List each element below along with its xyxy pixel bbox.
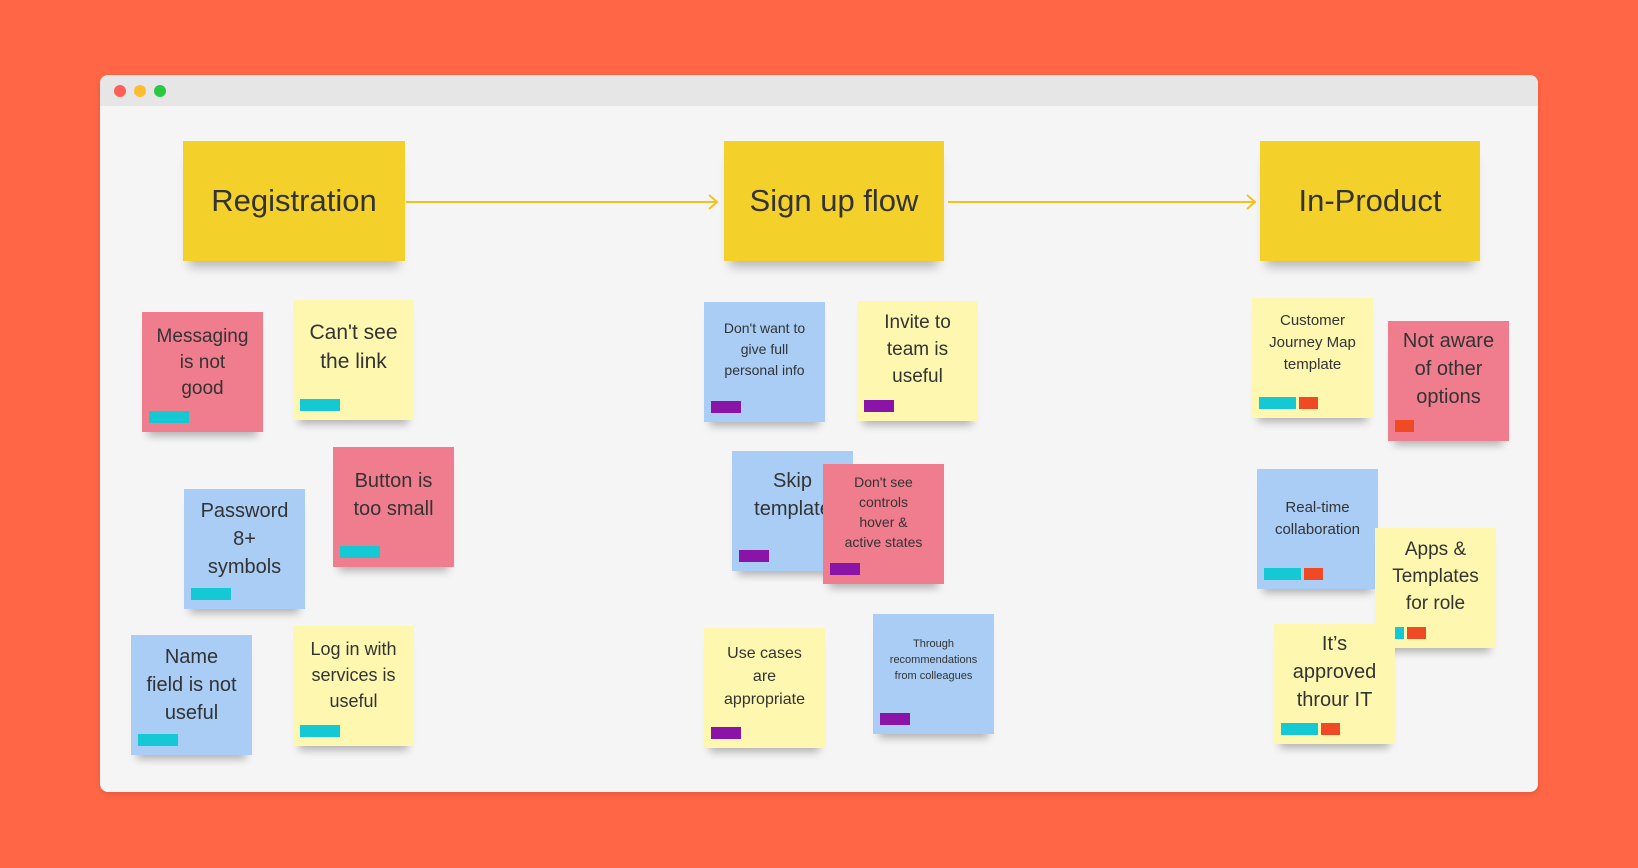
sticky-note-apps-templates[interactable]: Apps & Templates for role — [1375, 528, 1496, 648]
tag-purple[interactable] — [739, 550, 769, 562]
sticky-note-text: Real-time collaboration — [1274, 499, 1361, 538]
sticky-note-password[interactable]: Password 8+ symbols — [184, 489, 305, 609]
note-tags — [149, 411, 189, 423]
sticky-note-text: Messaging is not good — [156, 326, 249, 399]
header-note-registration[interactable]: Registration — [183, 141, 405, 261]
sticky-note-text: Through recommendations from colleagues — [889, 638, 978, 682]
arrow-signup-to-inproduct[interactable] — [948, 194, 1257, 210]
note-tags — [300, 725, 340, 737]
header-note-signup-flow[interactable]: Sign up flow — [724, 141, 944, 261]
sticky-note-text: Password 8+ symbols — [200, 500, 289, 578]
whiteboard-canvas[interactable]: Registration Sign up flow In-Product Mes… — [100, 106, 1538, 792]
sticky-note-approved-it[interactable]: It’s approved throur IT — [1274, 624, 1395, 744]
tag-orange[interactable] — [1304, 568, 1323, 580]
note-tags — [191, 588, 231, 600]
header-note-in-product[interactable]: In-Product — [1260, 141, 1480, 261]
tag-cyan[interactable] — [1281, 723, 1318, 735]
note-tags — [864, 400, 894, 412]
tag-cyan[interactable] — [191, 588, 231, 600]
sticky-note-not-aware[interactable]: Not aware of other options — [1388, 321, 1509, 441]
note-tags — [300, 399, 340, 411]
tag-cyan[interactable] — [300, 399, 340, 411]
arrow-registration-to-signup[interactable] — [406, 194, 719, 210]
tag-orange[interactable] — [1407, 627, 1426, 639]
sticky-note-text: Can't see the link — [309, 321, 398, 373]
sticky-note-button-small[interactable]: Button is too small — [333, 447, 454, 567]
tag-orange[interactable] — [1395, 420, 1414, 432]
note-tags — [739, 550, 769, 562]
note-tags — [830, 563, 860, 575]
flow-arrows — [406, 194, 1257, 210]
app-window: Registration Sign up flow In-Product Mes… — [100, 75, 1538, 792]
header-note-text: Registration — [211, 183, 377, 218]
sticky-note-text: Don't see controls hover & active states — [844, 474, 923, 550]
tag-cyan[interactable] — [138, 734, 178, 746]
tag-cyan[interactable] — [340, 546, 380, 558]
tag-purple[interactable] — [830, 563, 860, 575]
sticky-note-cant-see-link[interactable]: Can't see the link — [293, 300, 414, 420]
sticky-note-dont-see-controls[interactable]: Don't see controls hover & active states — [823, 464, 944, 584]
sticky-note-realtime[interactable]: Real-time collaboration — [1257, 469, 1378, 589]
sticky-note-text: Log in with services is useful — [310, 639, 397, 711]
minimize-window-button[interactable] — [134, 85, 146, 97]
sticky-note-text: Not aware of other options — [1402, 330, 1495, 408]
window-titlebar — [100, 75, 1538, 106]
header-note-text: In-Product — [1298, 183, 1442, 218]
header-note-text: Sign up flow — [749, 183, 919, 218]
tag-cyan[interactable] — [1264, 568, 1301, 580]
tag-purple[interactable] — [711, 401, 741, 413]
sticky-note-messaging[interactable]: Messaging is not good — [142, 312, 263, 432]
sticky-note-text: It’s approved throur IT — [1292, 633, 1377, 711]
tag-cyan[interactable] — [300, 725, 340, 737]
tag-purple[interactable] — [711, 727, 741, 739]
sticky-note-text: Invite to team is useful — [884, 312, 951, 387]
sticky-note-cjm-template[interactable]: Customer Journey Map template — [1252, 298, 1373, 418]
tag-cyan[interactable] — [1259, 397, 1296, 409]
sticky-note-text: Don't want to give full personal info — [723, 320, 806, 378]
sticky-note-name-field[interactable]: Name field is not useful — [131, 635, 252, 755]
tag-purple[interactable] — [864, 400, 894, 412]
sticky-note-text: Use cases are appropriate — [724, 645, 805, 708]
sticky-note-use-cases[interactable]: Use cases are appropriate — [704, 628, 825, 748]
note-tags — [1395, 420, 1414, 432]
note-tags — [1264, 568, 1323, 580]
close-window-button[interactable] — [114, 85, 126, 97]
note-tags — [340, 546, 380, 558]
sticky-note-text: Button is too small — [353, 470, 434, 520]
note-tags — [880, 713, 910, 725]
tag-cyan[interactable] — [149, 411, 189, 423]
sticky-note-text: Name field is not useful — [146, 646, 237, 724]
sticky-note-invite-team[interactable]: Invite to team is useful — [857, 301, 978, 421]
sticky-note-recommendations[interactable]: Through recommendations from colleagues — [873, 614, 994, 734]
tag-orange[interactable] — [1299, 397, 1318, 409]
sticky-note-text: Customer Journey Map template — [1269, 312, 1356, 373]
note-tags — [711, 727, 741, 739]
note-tags — [711, 401, 741, 413]
sticky-note-text: Skip template — [754, 470, 831, 520]
note-tags — [1259, 397, 1318, 409]
zoom-window-button[interactable] — [154, 85, 166, 97]
tag-orange[interactable] — [1321, 723, 1340, 735]
sticky-note-login-services[interactable]: Log in with services is useful — [293, 626, 414, 746]
note-tags — [138, 734, 178, 746]
note-tags — [1281, 723, 1340, 735]
sticky-note-text: Apps & Templates for role — [1392, 539, 1479, 614]
tag-purple[interactable] — [880, 713, 910, 725]
sticky-note-personal-info[interactable]: Don't want to give full personal info — [704, 302, 825, 422]
